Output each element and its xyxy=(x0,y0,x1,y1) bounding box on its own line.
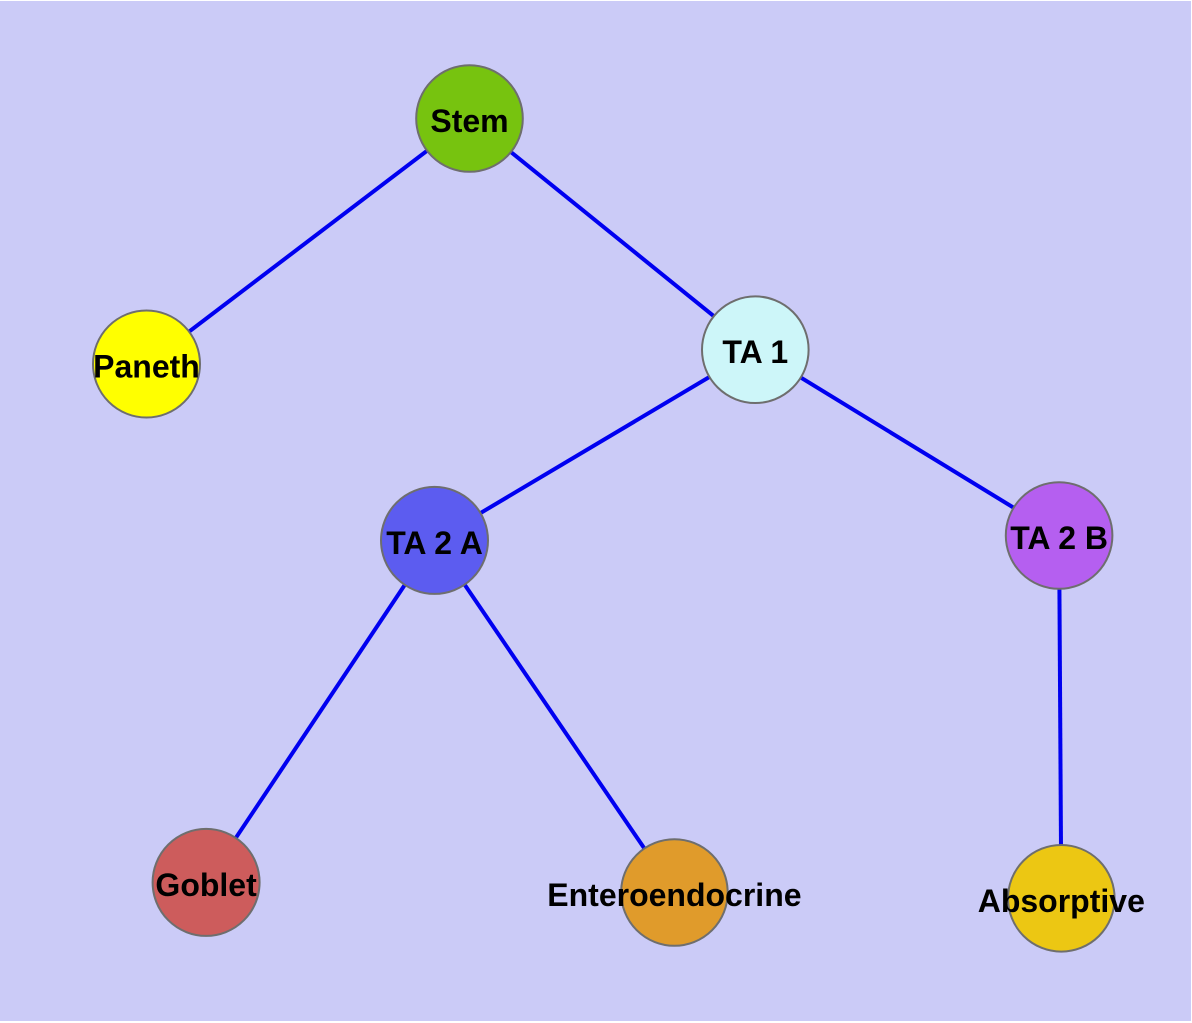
svg-text:Stem: Stem xyxy=(430,103,508,139)
svg-text:TA 2 B: TA 2 B xyxy=(1010,520,1108,556)
svg-text:TA 1: TA 1 xyxy=(722,334,788,370)
svg-text:Goblet: Goblet xyxy=(155,867,257,903)
svg-text:Absorptive: Absorptive xyxy=(978,883,1145,919)
svg-text:TA 2 A: TA 2 A xyxy=(386,525,483,561)
svg-text:Paneth: Paneth xyxy=(93,349,200,385)
svg-text:Enteroendocrine: Enteroendocrine xyxy=(547,877,801,913)
